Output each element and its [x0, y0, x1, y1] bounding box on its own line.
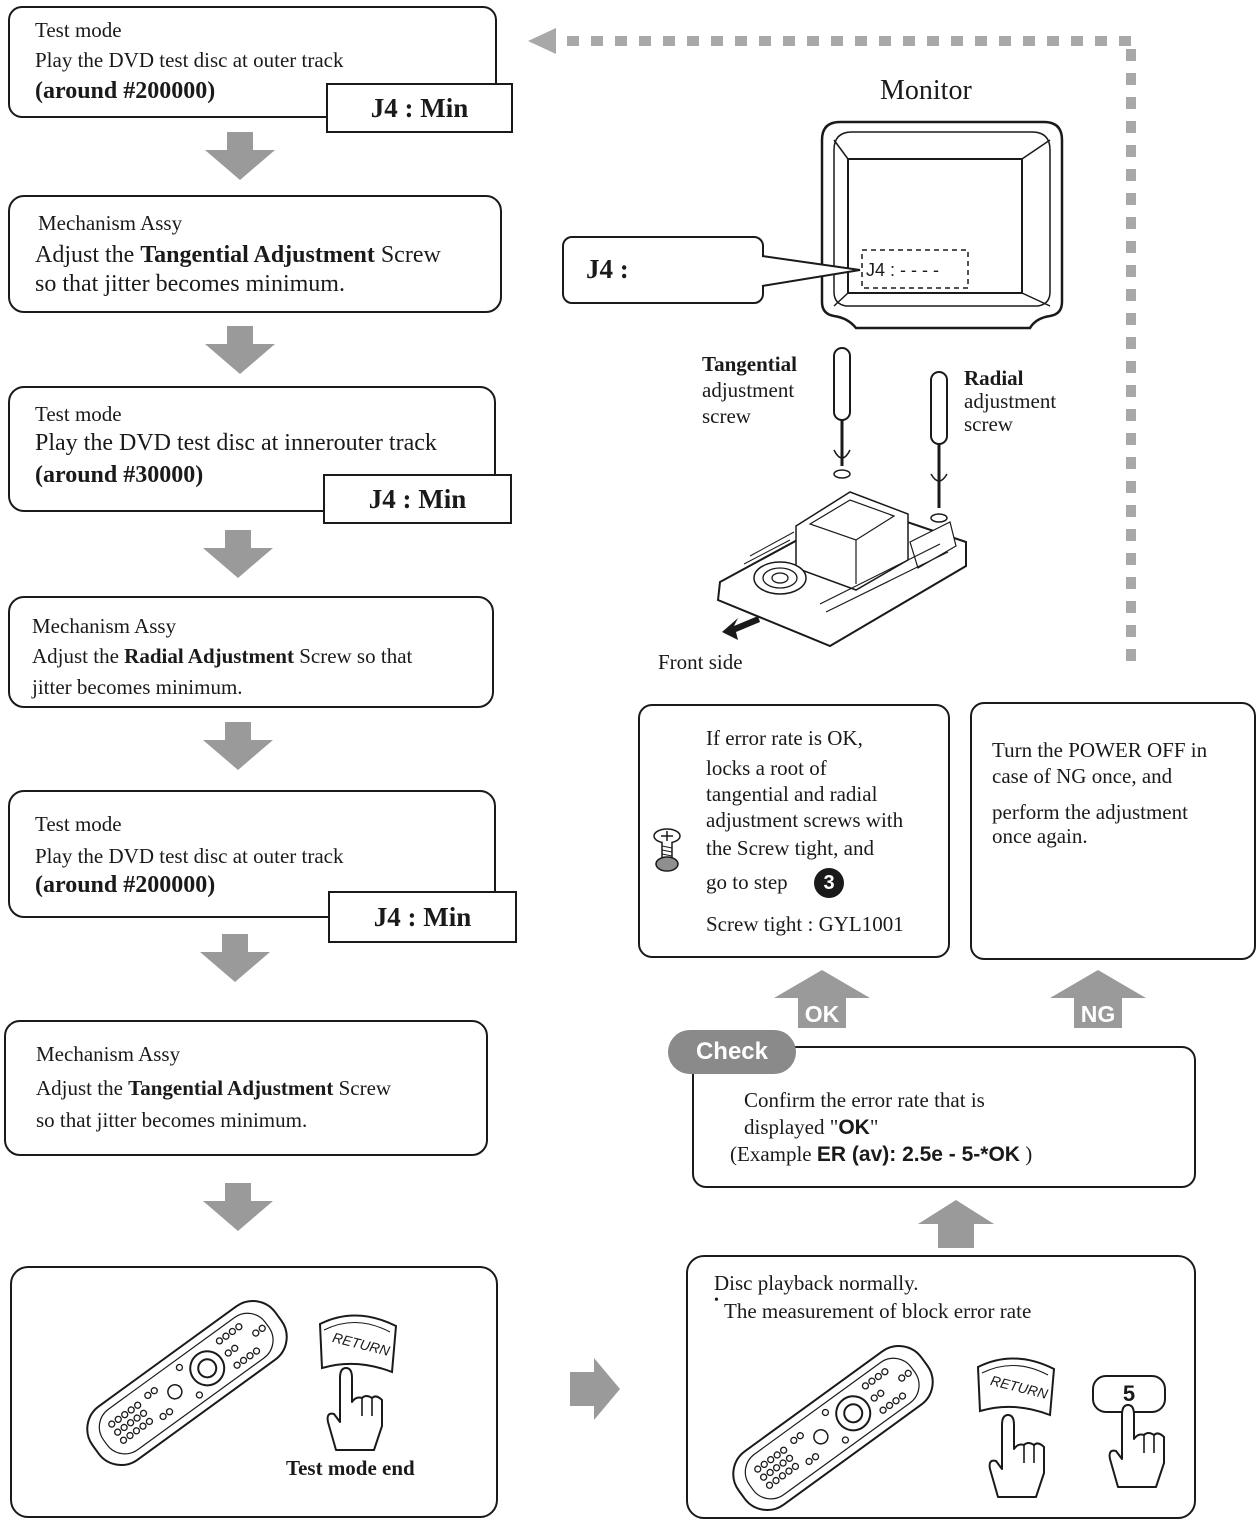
down-arrow-1 [205, 132, 275, 180]
playback-line1: Disc playback normally. [714, 1271, 919, 1295]
return-key-icon [318, 1314, 398, 1374]
check-line3: (Example ER (av): 2.5e - 5-*OK ) [730, 1142, 1033, 1166]
tangential-line3: screw [702, 404, 751, 428]
tangential-label: Tangential [702, 352, 797, 376]
monitor-screen-text: J4 : - - - - [866, 260, 939, 280]
check-label: Check [668, 1030, 796, 1074]
step1-line3: (around #200000) [35, 78, 216, 104]
monitor-icon [820, 120, 1064, 330]
step3-line2: Play the DVD test disc at innerouter tra… [35, 430, 437, 456]
up-arrow-check [918, 1200, 994, 1248]
callout-pointer [761, 255, 861, 287]
j4-callout: J4 : [562, 236, 764, 304]
step4-line2: Adjust the Radial Adjustment Screw so th… [32, 644, 413, 668]
tangential-line2: adjustment [702, 378, 795, 402]
ng-up-arrow: NG [1050, 970, 1146, 1028]
pointing-hand-icon [326, 1367, 383, 1451]
step3-line1: Test mode [35, 402, 122, 426]
monitor-title: Monitor [880, 75, 972, 106]
j4-callout-label: J4 : [586, 254, 629, 284]
step1-line2: Play the DVD test disc at outer track [35, 48, 344, 72]
down-arrow-5 [200, 934, 270, 982]
check-line1: Confirm the error rate that is [744, 1088, 985, 1112]
step4-line1: Mechanism Assy [32, 614, 177, 638]
check-line2: displayed "OK" [744, 1115, 879, 1139]
test-mode-end-box: RETURN Test mode end [10, 1266, 498, 1518]
step3-line3: (around #30000) [35, 462, 204, 488]
ng-line4: once again. [992, 824, 1088, 848]
step6-line2: Adjust the Tangential Adjustment Screw [36, 1076, 392, 1100]
radial-line3: screw [964, 412, 1013, 436]
down-arrow-4 [203, 722, 273, 770]
ng-arrow-label: NG [1081, 1001, 1116, 1027]
ok-line1: If error rate is OK, [706, 726, 863, 750]
step1-box: Test mode Play the DVD test disc at oute… [8, 6, 497, 118]
ok-line2: locks a root of [706, 756, 827, 780]
remote-control-icon-2 [732, 1344, 934, 1512]
step6-line1: Mechanism Assy [36, 1042, 181, 1066]
playback-line2: The measurement of block error rate [724, 1299, 1032, 1323]
step5-line1: Test mode [35, 812, 122, 836]
number-5-label: 5 [1122, 1381, 1136, 1406]
ng-line2: case of NG once, and [992, 764, 1173, 788]
test-mode-end-caption: Test mode end [286, 1456, 415, 1480]
front-side-label: Front side [658, 650, 743, 674]
dotted-return-line [528, 28, 1136, 661]
remote-control-icon [86, 1299, 288, 1467]
step5-result: J4 : Min [328, 891, 517, 943]
pointing-hand-icon-2 [988, 1414, 1045, 1498]
ng-line1: Turn the POWER OFF in [992, 738, 1208, 762]
step1-result: J4 : Min [326, 83, 513, 133]
step6-line3: so that jitter becomes minimum. [36, 1108, 308, 1132]
step2-line2: Adjust the Tangential Adjustment Screw [35, 242, 441, 268]
ok-arrow-label: OK [805, 1001, 840, 1027]
ok-line6: go to step [706, 870, 788, 894]
screw-icon [653, 828, 681, 872]
check-box: Confirm the error rate that is displayed… [692, 1046, 1196, 1188]
step4-box: Mechanism Assy Adjust the Radial Adjustm… [8, 596, 494, 708]
return-key-icon-2 [976, 1357, 1056, 1417]
down-arrow-6 [203, 1183, 273, 1231]
step2-line3: so that jitter becomes minimum. [35, 271, 345, 297]
ok-line4: adjustment screws with [706, 808, 904, 832]
pointing-hand-icon-3 [1108, 1404, 1165, 1488]
step3-result: J4 : Min [323, 474, 512, 524]
ok-line3: tangential and radial [706, 782, 878, 806]
ng-result-box: Turn the POWER OFF in case of NG once, a… [970, 702, 1256, 960]
mechanism-assy-drawing [716, 347, 967, 648]
radial-label: Radial [964, 366, 1024, 390]
ng-line3: perform the adjustment [992, 800, 1188, 824]
playback-box: Disc playback normally. • The measuremen… [686, 1255, 1196, 1519]
step-number: 3 [823, 871, 835, 894]
right-arrow [570, 1358, 620, 1420]
ok-up-arrow: OK [774, 970, 870, 1028]
down-arrow-2 [205, 326, 275, 374]
down-arrow-3 [203, 530, 273, 578]
radial-line2: adjustment [964, 389, 1057, 413]
step1-line1: Test mode [35, 18, 122, 42]
step-number-badge: 3 [814, 868, 844, 898]
step6-box: Mechanism Assy Adjust the Tangential Adj… [4, 1020, 488, 1156]
step5-line3: (around #200000) [35, 872, 216, 898]
bullet-dot: • [714, 1293, 719, 1308]
ok-line5: the Screw tight, and [706, 836, 874, 860]
step2-line1: Mechanism Assy [38, 211, 183, 235]
step4-line3: jitter becomes minimum. [32, 675, 243, 699]
step2-box: Mechanism Assy Adjust the Tangential Adj… [8, 195, 502, 313]
ok-line7: Screw tight : GYL1001 [706, 912, 904, 936]
ok-result-box: If error rate is OK, locks a root of tan… [638, 704, 950, 958]
step5-line2: Play the DVD test disc at outer track [35, 844, 344, 868]
